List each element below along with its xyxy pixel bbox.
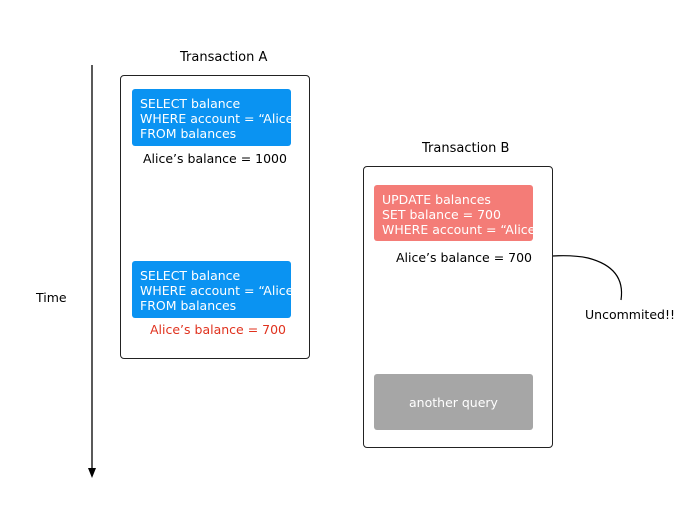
transaction-a-title: Transaction A [180,50,268,65]
transaction-b-another-query: another query [374,374,533,430]
query-line: FROM balances [140,298,237,313]
another-query-label: another query [409,394,498,410]
query-line: WHERE account = “Alice” [140,111,300,126]
query-line: UPDATE balances [382,192,491,207]
time-axis-arrowhead [88,468,96,478]
query-line: SELECT balance [140,96,241,111]
transaction-b-result-1: Alice’s balance = 700 [396,250,533,265]
transaction-a-select-query-1: SELECT balance WHERE account = “Alice” F… [132,89,300,146]
transaction-a-result-1: Alice’s balance = 1000 [143,151,287,166]
query-line: WHERE account = “Alice” [140,283,300,298]
query-line: WHERE account = “Alice” [382,222,542,237]
query-line: SET balance = 700 [382,207,501,222]
transaction-a-select-query-2: SELECT balance WHERE account = “Alice” F… [132,261,300,318]
query-line: FROM balances [140,126,237,141]
time-axis-label: Time [36,290,67,305]
transaction-a-result-2-dirty-read: Alice’s balance = 700 [150,322,287,337]
transaction-b-title: Transaction B [422,141,510,156]
query-line: SELECT balance [140,268,241,283]
transaction-b-update-query: UPDATE balances SET balance = 700 WHERE … [374,185,542,241]
uncommitted-annotation: Uncommited!! [585,307,675,322]
